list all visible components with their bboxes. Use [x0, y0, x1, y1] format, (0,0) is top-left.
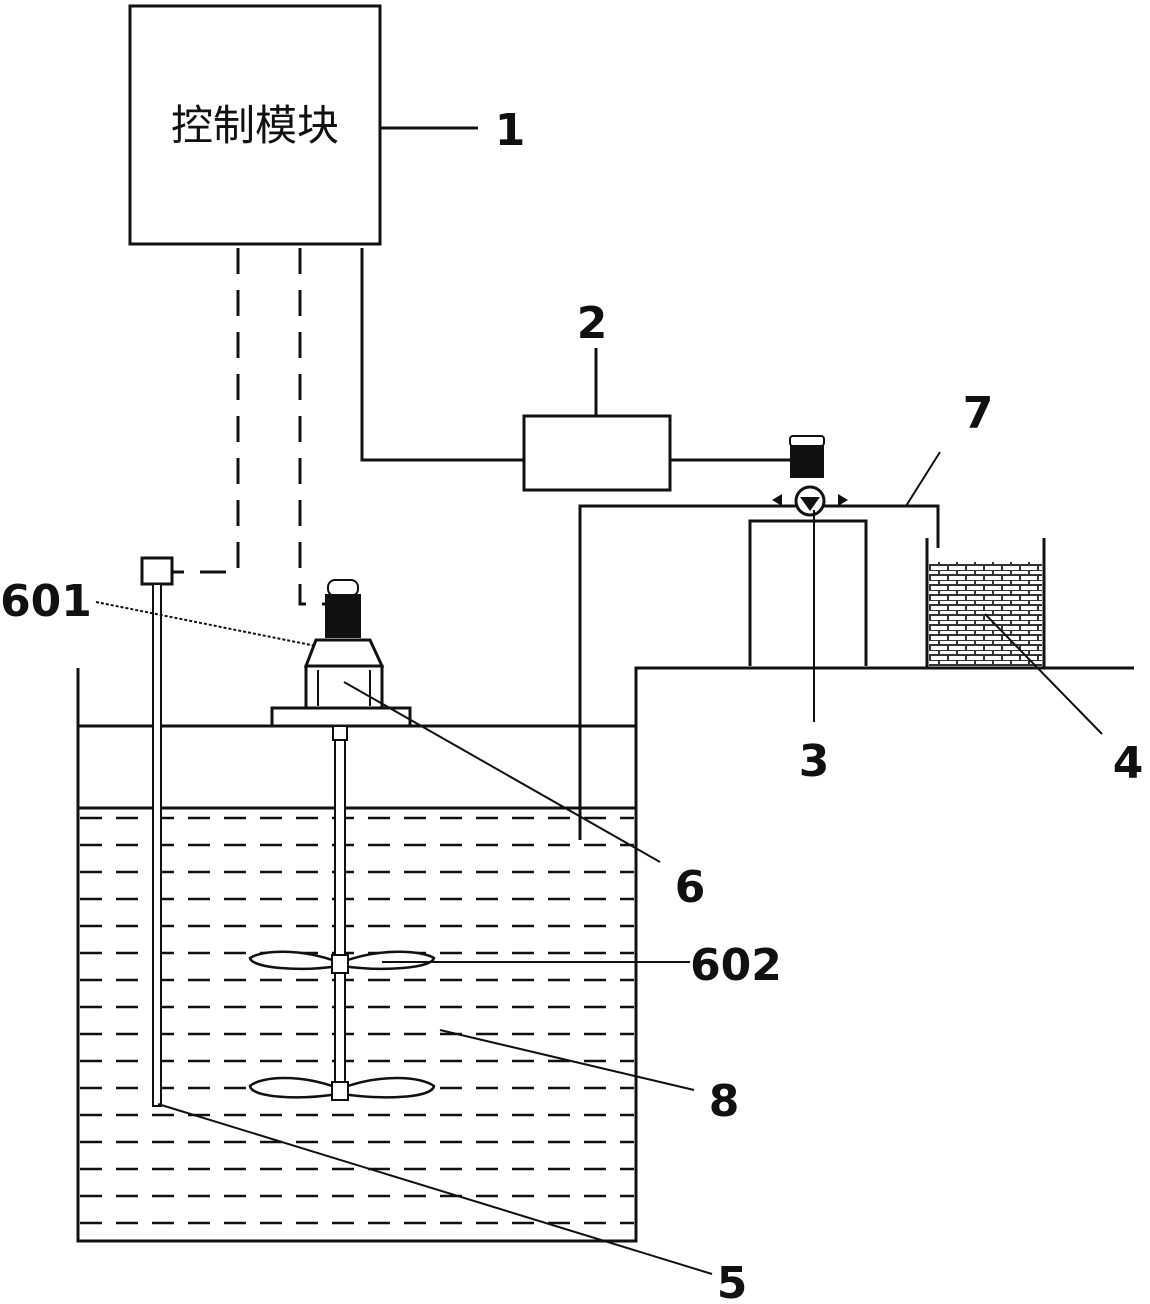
controller-wire	[360, 248, 524, 462]
label-5: 5	[717, 1258, 748, 1304]
label-2: 2	[577, 298, 608, 349]
motor-signal-line	[298, 248, 325, 606]
leader-7	[905, 451, 941, 507]
pump-stand	[748, 519, 868, 666]
leader-5	[157, 1103, 713, 1275]
label-4: 4	[1113, 738, 1144, 789]
control-module-title: 控制模块	[171, 101, 339, 150]
leader-6	[343, 681, 661, 863]
dosing-pump	[772, 435, 848, 517]
leader-4	[984, 613, 1103, 735]
label-602: 602	[690, 940, 782, 991]
dosing-pipe-to-tank	[578, 504, 796, 840]
control-module: 控制模块	[128, 4, 382, 246]
label-601: 601	[0, 576, 92, 627]
leader-601	[95, 601, 317, 647]
control-module-box	[128, 4, 382, 246]
leader-8	[439, 1029, 695, 1091]
sensor-signal-line	[172, 248, 240, 574]
label-3: 3	[799, 736, 830, 787]
converter-box	[522, 414, 672, 492]
impeller-lower	[248, 1076, 436, 1101]
platform	[634, 666, 1134, 726]
label-8: 8	[709, 1076, 740, 1127]
sensor-probe	[140, 556, 174, 1107]
label-6: 6	[675, 862, 706, 913]
impeller-upper	[248, 950, 436, 974]
liquid-waves	[80, 816, 634, 1225]
label-1: 1	[495, 105, 526, 156]
label-7: 7	[963, 388, 994, 439]
stirrer	[270, 579, 412, 1093]
suction-pipe	[824, 504, 940, 548]
